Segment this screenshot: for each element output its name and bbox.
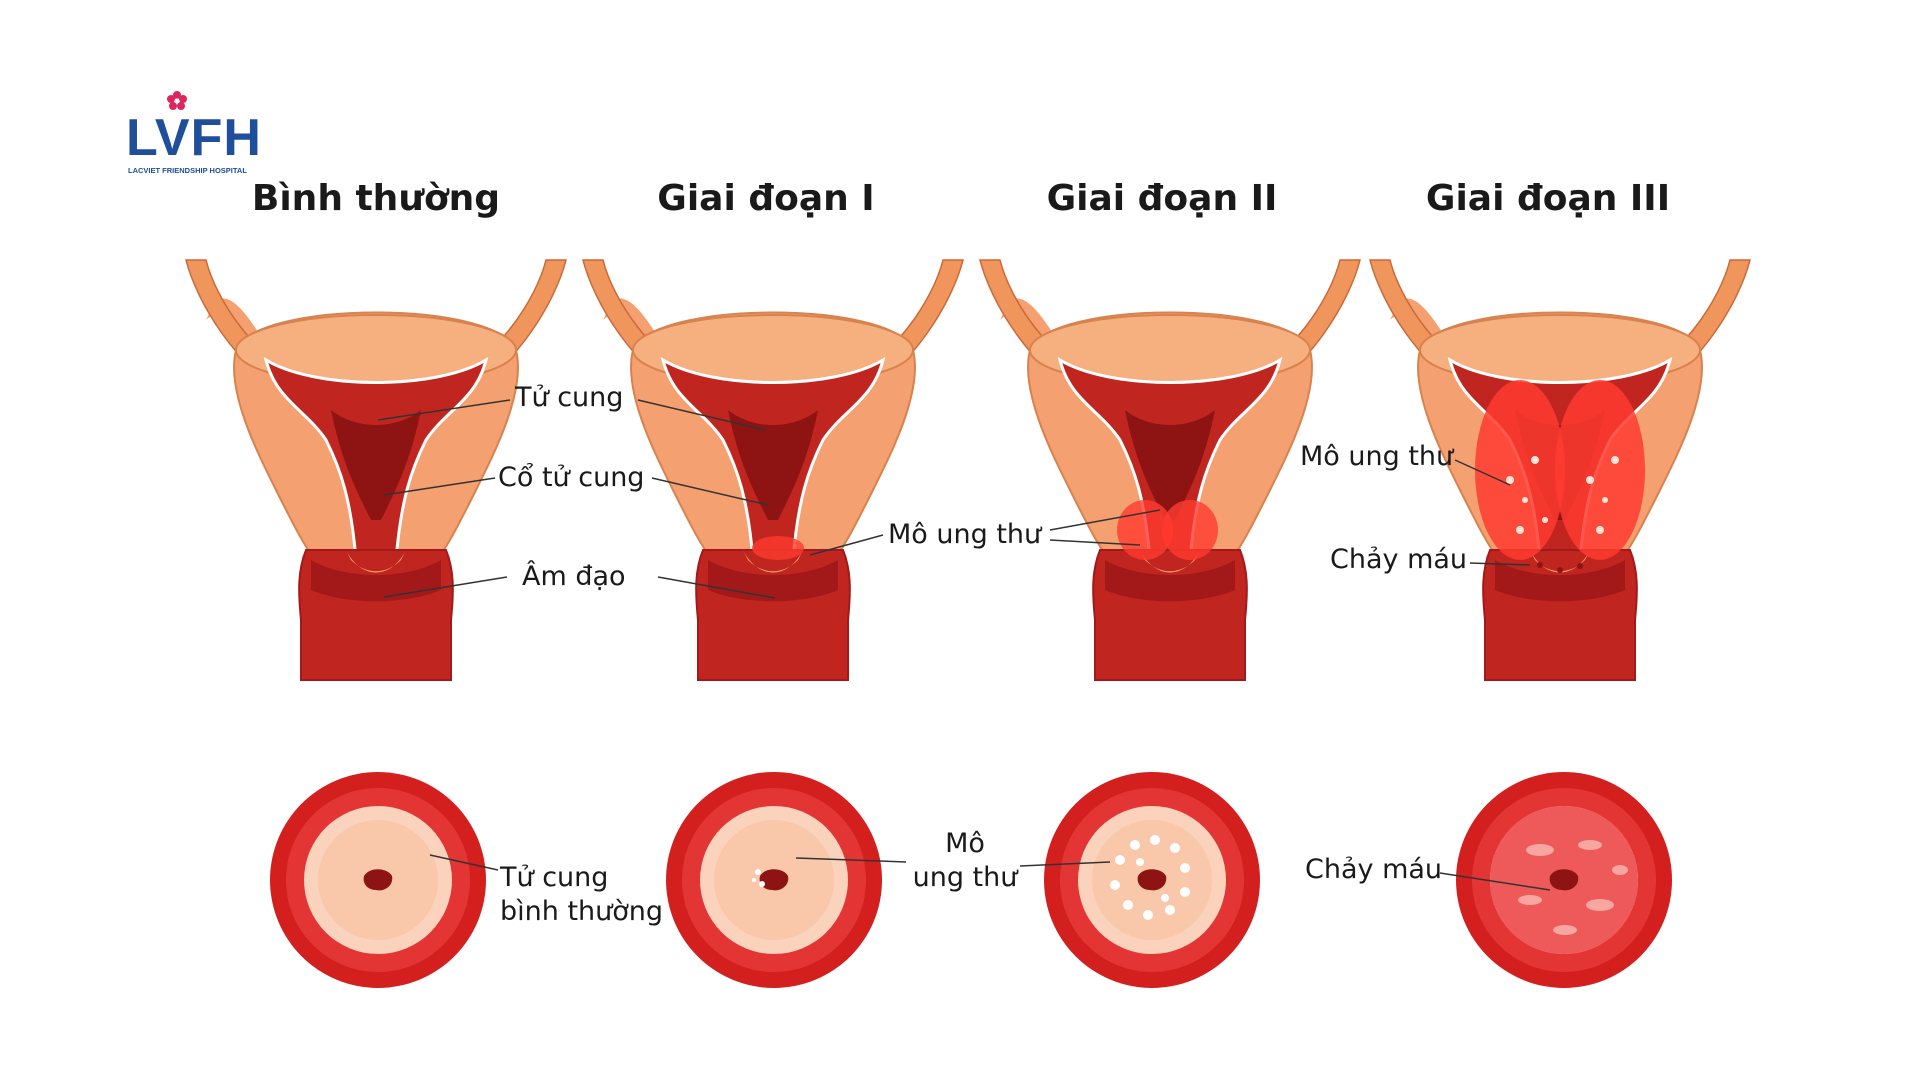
label-vagina: Âm đạo bbox=[522, 560, 626, 592]
cervix-view-normal bbox=[270, 772, 486, 988]
label-uterus: Tử cung bbox=[514, 382, 623, 413]
stage-title-2: Giai đoạn II bbox=[1047, 178, 1278, 219]
cervix-view-stage-1 bbox=[666, 772, 882, 988]
label-cancer-line1: Mô bbox=[945, 828, 985, 859]
label-normal-cervix-line2: bình thường bbox=[500, 896, 663, 927]
cervix-view-stage-2 bbox=[1044, 772, 1260, 988]
label-cervix: Cổ tử cung bbox=[498, 462, 644, 493]
label-bleeding: Chảy máu bbox=[1330, 544, 1467, 575]
flower-icon bbox=[167, 91, 187, 110]
cervix-view-stage-3 bbox=[1456, 772, 1672, 988]
hospital-logo: LVFH LACVIET FRIENDSHIP HOSPITAL bbox=[126, 90, 296, 180]
logo-text: LVFH bbox=[126, 109, 262, 167]
stage-title-3: Giai đoạn III bbox=[1426, 178, 1670, 219]
label-cancer-line2: ung thư bbox=[913, 862, 1020, 893]
logo-subtitle: LACVIET FRIENDSHIP HOSPITAL bbox=[128, 166, 247, 175]
uterus-stage-1 bbox=[581, 258, 965, 682]
label-cancer-tissue: Mô ung thư bbox=[888, 519, 1043, 550]
stage-title-1: Giai đoạn I bbox=[657, 178, 874, 219]
label-normal-cervix-line1: Tử cung bbox=[499, 862, 608, 893]
uterus-stage-3 bbox=[1368, 258, 1752, 682]
label-bleeding-bottom: Chảy máu bbox=[1305, 854, 1442, 885]
label-cancer-tissue-stage3: Mô ung thư bbox=[1300, 441, 1455, 472]
stage-title-normal: Bình thường bbox=[252, 178, 500, 219]
